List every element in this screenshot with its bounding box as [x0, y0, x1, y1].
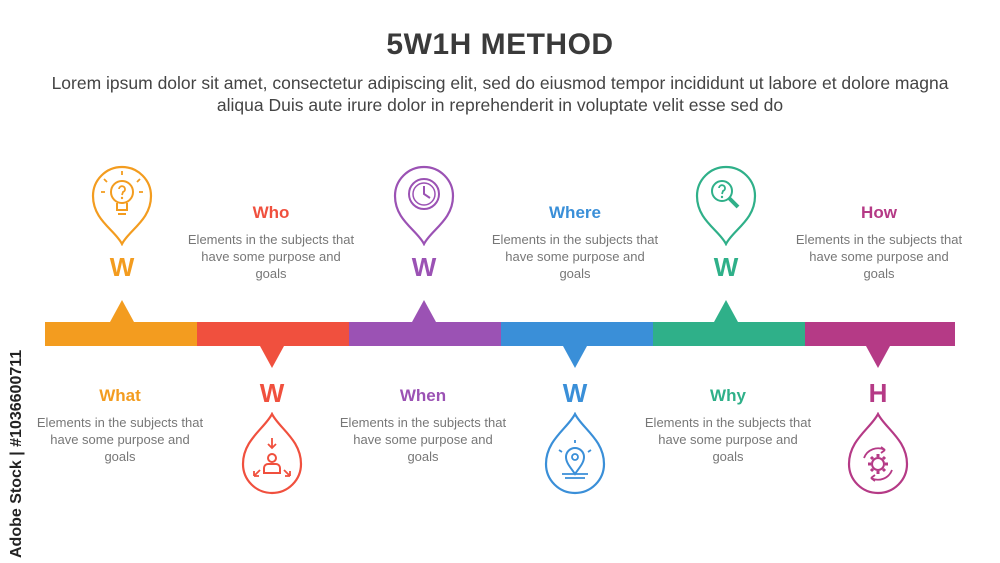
timeline-segment-how — [805, 322, 955, 346]
label-how: How — [861, 203, 897, 222]
desc-who: Elements in the subjects that have some … — [187, 232, 355, 281]
timeline-segment-when — [349, 322, 501, 346]
pointer-why — [714, 300, 738, 322]
gear-cycle-icon — [847, 412, 909, 495]
watermark: Adobe Stock | #1036600711 — [8, 318, 28, 558]
person-arrows-icon — [241, 412, 303, 495]
label-when: When — [399, 386, 447, 405]
magnifier-question-icon — [695, 165, 757, 246]
desc-why: Elements in the subjects that have some … — [644, 415, 812, 464]
location-pin-icon — [544, 412, 606, 495]
page-title: 5W1H METHOD — [386, 28, 614, 61]
lightbulb-question-icon — [91, 165, 153, 246]
label-who: Who — [252, 203, 290, 222]
letter-where: W — [562, 378, 588, 408]
letter-why: W — [713, 252, 739, 282]
letter-when: W — [411, 252, 437, 282]
pointer-how — [866, 346, 890, 368]
timeline-segment-what — [45, 322, 197, 346]
desc-where: Elements in the subjects that have some … — [491, 232, 659, 281]
desc-how: Elements in the subjects that have some … — [795, 232, 963, 281]
timeline-segment-who — [197, 322, 349, 346]
letter-how: H — [868, 378, 888, 408]
desc-what: Elements in the subjects that have some … — [36, 415, 204, 464]
timeline-segment-why — [653, 322, 805, 346]
clock-icon — [393, 165, 455, 246]
label-why: Why — [710, 386, 746, 405]
letter-what: W — [109, 252, 135, 282]
page-subtitle: Lorem ipsum dolor sit amet, consectetur … — [51, 73, 949, 115]
label-where: Where — [549, 203, 601, 222]
pointer-what — [110, 300, 134, 322]
pointer-who — [260, 346, 284, 368]
pointer-where — [563, 346, 587, 368]
pointer-when — [412, 300, 436, 322]
letter-who: W — [259, 378, 285, 408]
timeline-segment-where — [501, 322, 653, 346]
watermark-text: Adobe Stock | #1036600711 — [8, 349, 25, 558]
desc-when: Elements in the subjects that have some … — [339, 415, 507, 464]
label-what: What — [99, 386, 141, 405]
